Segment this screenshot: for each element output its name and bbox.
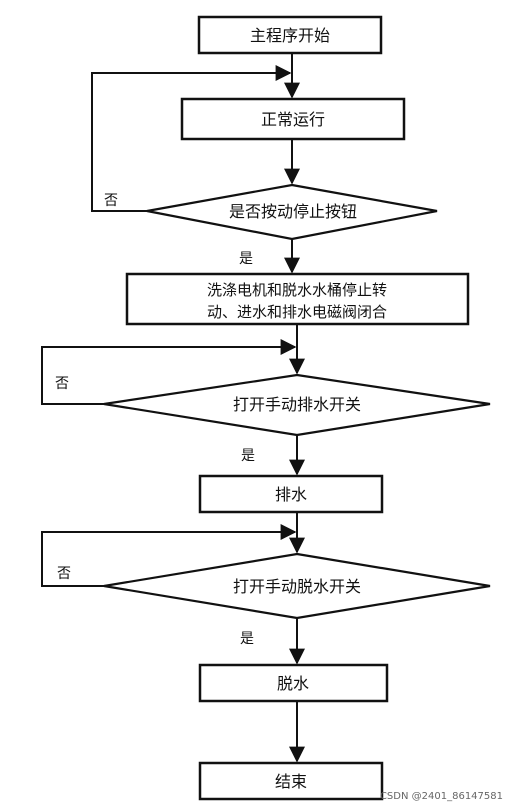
drain-label: 排水 [275,485,307,504]
end-box [198,761,384,801]
spin-yes-label: 是 [240,631,254,647]
loop-drain-no [41,339,297,405]
drain-no-label: 否 [55,376,69,392]
spin-no-label: 否 [57,566,71,582]
start-label: 主程序开始 [250,26,330,45]
drain-yes-label: 是 [241,448,255,464]
stop-action-box [125,272,470,326]
loop-stop-no [91,65,292,212]
watermark: CSDN @2401_86147581 [379,791,503,802]
stop-action-line2: 动、进水和排水电磁阀闭合 [207,303,387,321]
normal-run-box [180,97,406,141]
stop-no-label: 否 [104,193,118,209]
normal-run-label: 正常运行 [261,110,325,129]
drain-box [198,474,384,514]
spin-decision-label: 打开手动脱水开关 [233,577,361,596]
end-label: 结束 [275,772,307,791]
stop-decision-label: 是否按动停止按钮 [229,202,357,221]
spin-label: 脱水 [277,674,309,693]
spin-box [198,663,389,703]
drain-decision-label: 打开手动排水开关 [233,395,361,414]
stop-action-line1: 洗涤电机和脱水水桶停止转 [207,281,387,299]
start-box [197,15,383,55]
loop-spin-no [41,524,297,587]
stop-yes-label: 是 [239,251,253,267]
